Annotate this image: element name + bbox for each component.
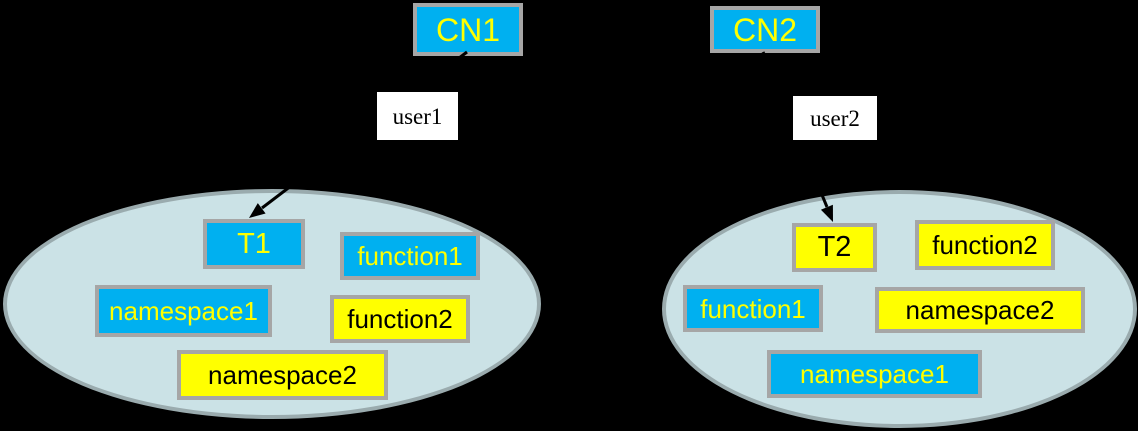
cluster1-box-namespace1: namespace1: [95, 285, 272, 337]
cluster2-box-function2: function2: [915, 220, 1055, 270]
user2-label: user2: [793, 96, 877, 140]
cn1-node: CN1: [413, 3, 523, 56]
cn2-node: CN2: [710, 6, 820, 53]
cluster1-box-function2: function2: [330, 295, 470, 343]
cluster1-box-function1: function1: [340, 232, 480, 280]
cluster1-box-t1: T1: [203, 219, 305, 269]
cluster2-box-t2: T2: [792, 223, 877, 272]
cluster2-box-function1: function1: [683, 285, 823, 332]
cluster1-box-namespace2: namespace2: [177, 350, 388, 400]
cluster2-box-namespace2: namespace2: [875, 287, 1085, 333]
user1-label: user1: [377, 92, 458, 140]
cluster2-box-namespace1: namespace1: [767, 350, 982, 398]
